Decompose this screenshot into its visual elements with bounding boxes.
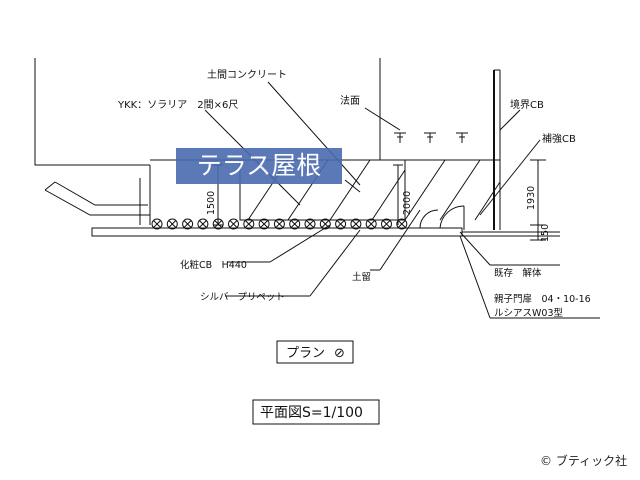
label-gate-line1: 親子門扉 04・10-16 — [494, 293, 591, 305]
label-ykk: YKK：ソラリア 2間×6尺 — [117, 99, 238, 111]
label-existing: 既存 解体 — [494, 267, 542, 279]
label-slope: 法面 — [340, 94, 360, 107]
slope-hatching — [404, 159, 501, 221]
privet-symbol — [243, 218, 255, 230]
privet-symbol — [335, 218, 347, 230]
privet-symbol — [151, 218, 163, 230]
dim-2000-text: 2000 — [402, 191, 413, 215]
overlay-title: テラス屋根 — [176, 148, 342, 184]
entry-steps — [44, 178, 150, 225]
privet-symbol — [289, 218, 301, 230]
plan-label-box: プラン ⊘ — [276, 340, 354, 364]
privet-symbol — [304, 218, 316, 230]
privet-symbol — [228, 218, 239, 230]
dimension-1930: 1930 — [526, 159, 546, 226]
privet-symbol — [273, 218, 285, 230]
label-boundary-cb: 境界CB — [510, 98, 544, 111]
label-soil-stop: 土留 — [352, 271, 371, 283]
dim-1500-text: 1500 — [206, 191, 217, 215]
plan-label: プラン — [286, 346, 325, 361]
privet-symbol — [365, 218, 377, 230]
plan-marker: ⊘ — [334, 346, 345, 361]
privet-symbol — [350, 218, 362, 230]
gate-swing — [419, 205, 465, 230]
dim-1930-text: 1930 — [526, 186, 537, 210]
label-silver-privet: シルバープリペット — [200, 292, 285, 303]
dimension-150: 150 — [530, 224, 551, 242]
scale-label-box: 平面図S=1/100 — [252, 399, 380, 425]
slope-symbols — [394, 132, 468, 143]
privet-symbol — [396, 218, 408, 230]
privet-symbol — [319, 218, 331, 230]
label-gate-line2: ルシアスW03型 — [494, 308, 563, 319]
scale-label: 平面図S=1/100 — [260, 405, 363, 421]
copyright-text: © ブティック社 — [540, 454, 628, 468]
boundary-wall — [493, 69, 501, 230]
label-reinforce-cb: 補強CB — [542, 132, 576, 145]
privet-symbol — [166, 218, 178, 230]
dim-150-text: 150 — [540, 224, 551, 242]
privet-symbol — [182, 218, 194, 230]
label-concrete: 土間コンクリート — [207, 68, 287, 81]
label-decor-cb: 化粧CB H440 — [180, 259, 247, 271]
dimension-2000: 2000 — [393, 164, 413, 225]
privet-symbol — [258, 218, 270, 230]
privet-symbol — [381, 218, 392, 230]
privet-symbol — [197, 218, 209, 230]
